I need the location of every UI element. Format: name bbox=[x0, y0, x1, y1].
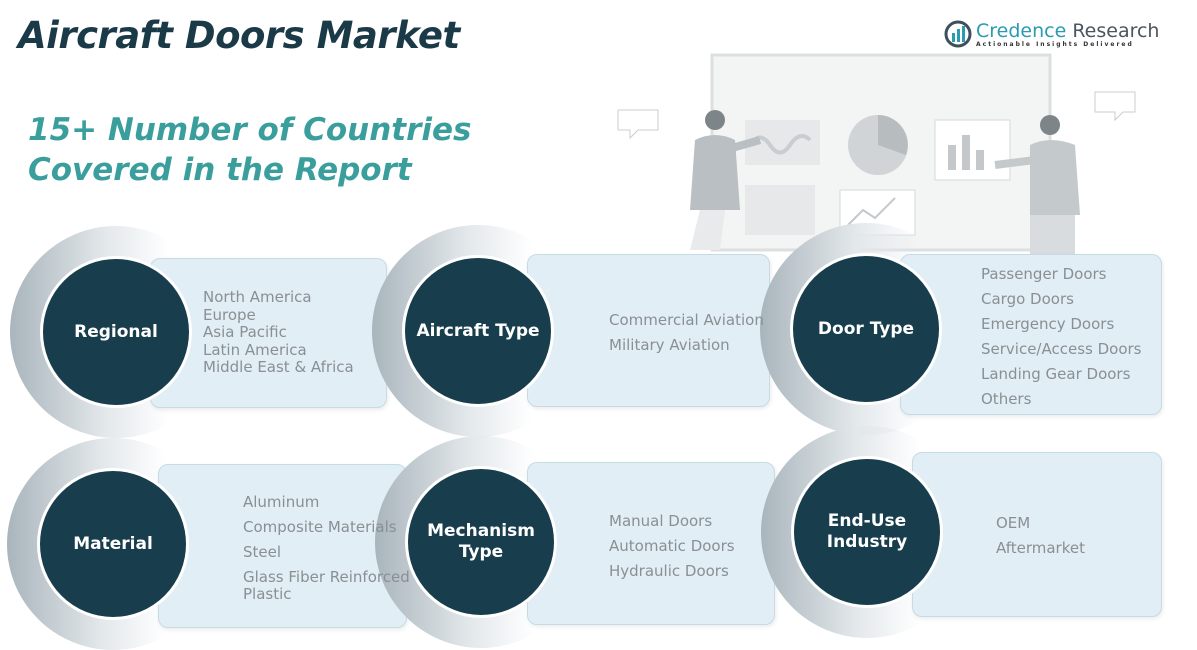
list-item: Military Aviation bbox=[609, 336, 730, 354]
list-item: Aftermarket bbox=[996, 539, 1085, 557]
segment-card-end-use-industry bbox=[912, 452, 1162, 617]
list-item: Europe bbox=[203, 305, 256, 324]
segment-circle-door-type: Door Type bbox=[790, 253, 942, 405]
segment-circle-end-use-industry: End-Use Industry bbox=[791, 456, 943, 608]
segment-label: Mechanism Type bbox=[427, 521, 535, 562]
segment-list-door-type: Passenger Doors Cargo Doors Emergency Do… bbox=[981, 262, 1142, 412]
list-item: Composite Materials bbox=[243, 518, 397, 536]
segment-list-material: Aluminum Composite Materials Steel Glass… bbox=[243, 490, 410, 607]
segment-list-aircraft-type: Commercial Aviation Military Aviation bbox=[609, 308, 764, 358]
segment-card-material bbox=[158, 464, 407, 628]
segment-list-end-use-industry: OEM Aftermarket bbox=[996, 511, 1085, 561]
list-item: Latin America bbox=[203, 340, 307, 359]
segment-circle-regional: Regional bbox=[40, 256, 192, 408]
segment-label: Material bbox=[73, 533, 153, 554]
logo-brand-2: Research bbox=[1066, 19, 1160, 42]
logo-tagline: Actionable Insights Delivered bbox=[976, 40, 1134, 48]
list-item: North America bbox=[203, 288, 312, 306]
segment-circle-mechanism-type: Mechanism Type bbox=[405, 466, 557, 618]
segment-circle-aircraft-type: Aircraft Type bbox=[402, 255, 554, 407]
list-item: Commercial Aviation bbox=[609, 311, 764, 329]
list-item: Emergency Doors bbox=[981, 315, 1115, 333]
segment-card-aircraft-type bbox=[527, 254, 770, 407]
list-item: OEM bbox=[996, 514, 1031, 532]
credence-research-logo: Credence Research Actionable Insights De… bbox=[944, 20, 1159, 48]
list-item: Steel bbox=[243, 543, 282, 561]
list-item: Service/Access Doors bbox=[981, 340, 1142, 358]
list-item: Middle East & Africa bbox=[203, 358, 354, 376]
list-item: Hydraulic Doors bbox=[609, 562, 729, 580]
segment-label: Regional bbox=[74, 321, 158, 342]
segment-label: End-Use Industry bbox=[826, 511, 908, 552]
segment-circle-material: Material bbox=[37, 468, 189, 620]
list-item: Landing Gear Doors bbox=[981, 365, 1131, 383]
list-item: Glass Fiber Reinforced bbox=[243, 568, 410, 586]
segment-label: Door Type bbox=[817, 318, 915, 339]
page-title: Aircraft Doors Market bbox=[18, 14, 460, 57]
segment-card-door-type bbox=[900, 254, 1162, 415]
list-item: Asia Pacific bbox=[203, 323, 287, 341]
list-item: Automatic Doors bbox=[609, 537, 735, 555]
list-item: Cargo Doors bbox=[981, 290, 1074, 308]
list-item: Manual Doors bbox=[609, 512, 713, 530]
list-item: Plastic bbox=[243, 585, 292, 603]
logo-brand: Credence bbox=[976, 19, 1067, 42]
subtitle-line: Covered in the Report bbox=[28, 152, 412, 188]
list-item: Aluminum bbox=[243, 493, 320, 511]
list-item: Passenger Doors bbox=[981, 265, 1107, 283]
subtitle-line: 15+ Number of Countries bbox=[28, 112, 472, 148]
subtitle: 15+ Number of Countries Covered in the R… bbox=[28, 110, 472, 190]
segment-list-mechanism-type: Manual Doors Automatic Doors Hydraulic D… bbox=[609, 509, 735, 584]
list-item: Others bbox=[981, 390, 1032, 408]
segment-list-regional: North America Europe Asia Pacific Latin … bbox=[203, 288, 354, 377]
segment-label: Aircraft Type bbox=[416, 320, 540, 341]
logo-icon bbox=[944, 20, 972, 48]
